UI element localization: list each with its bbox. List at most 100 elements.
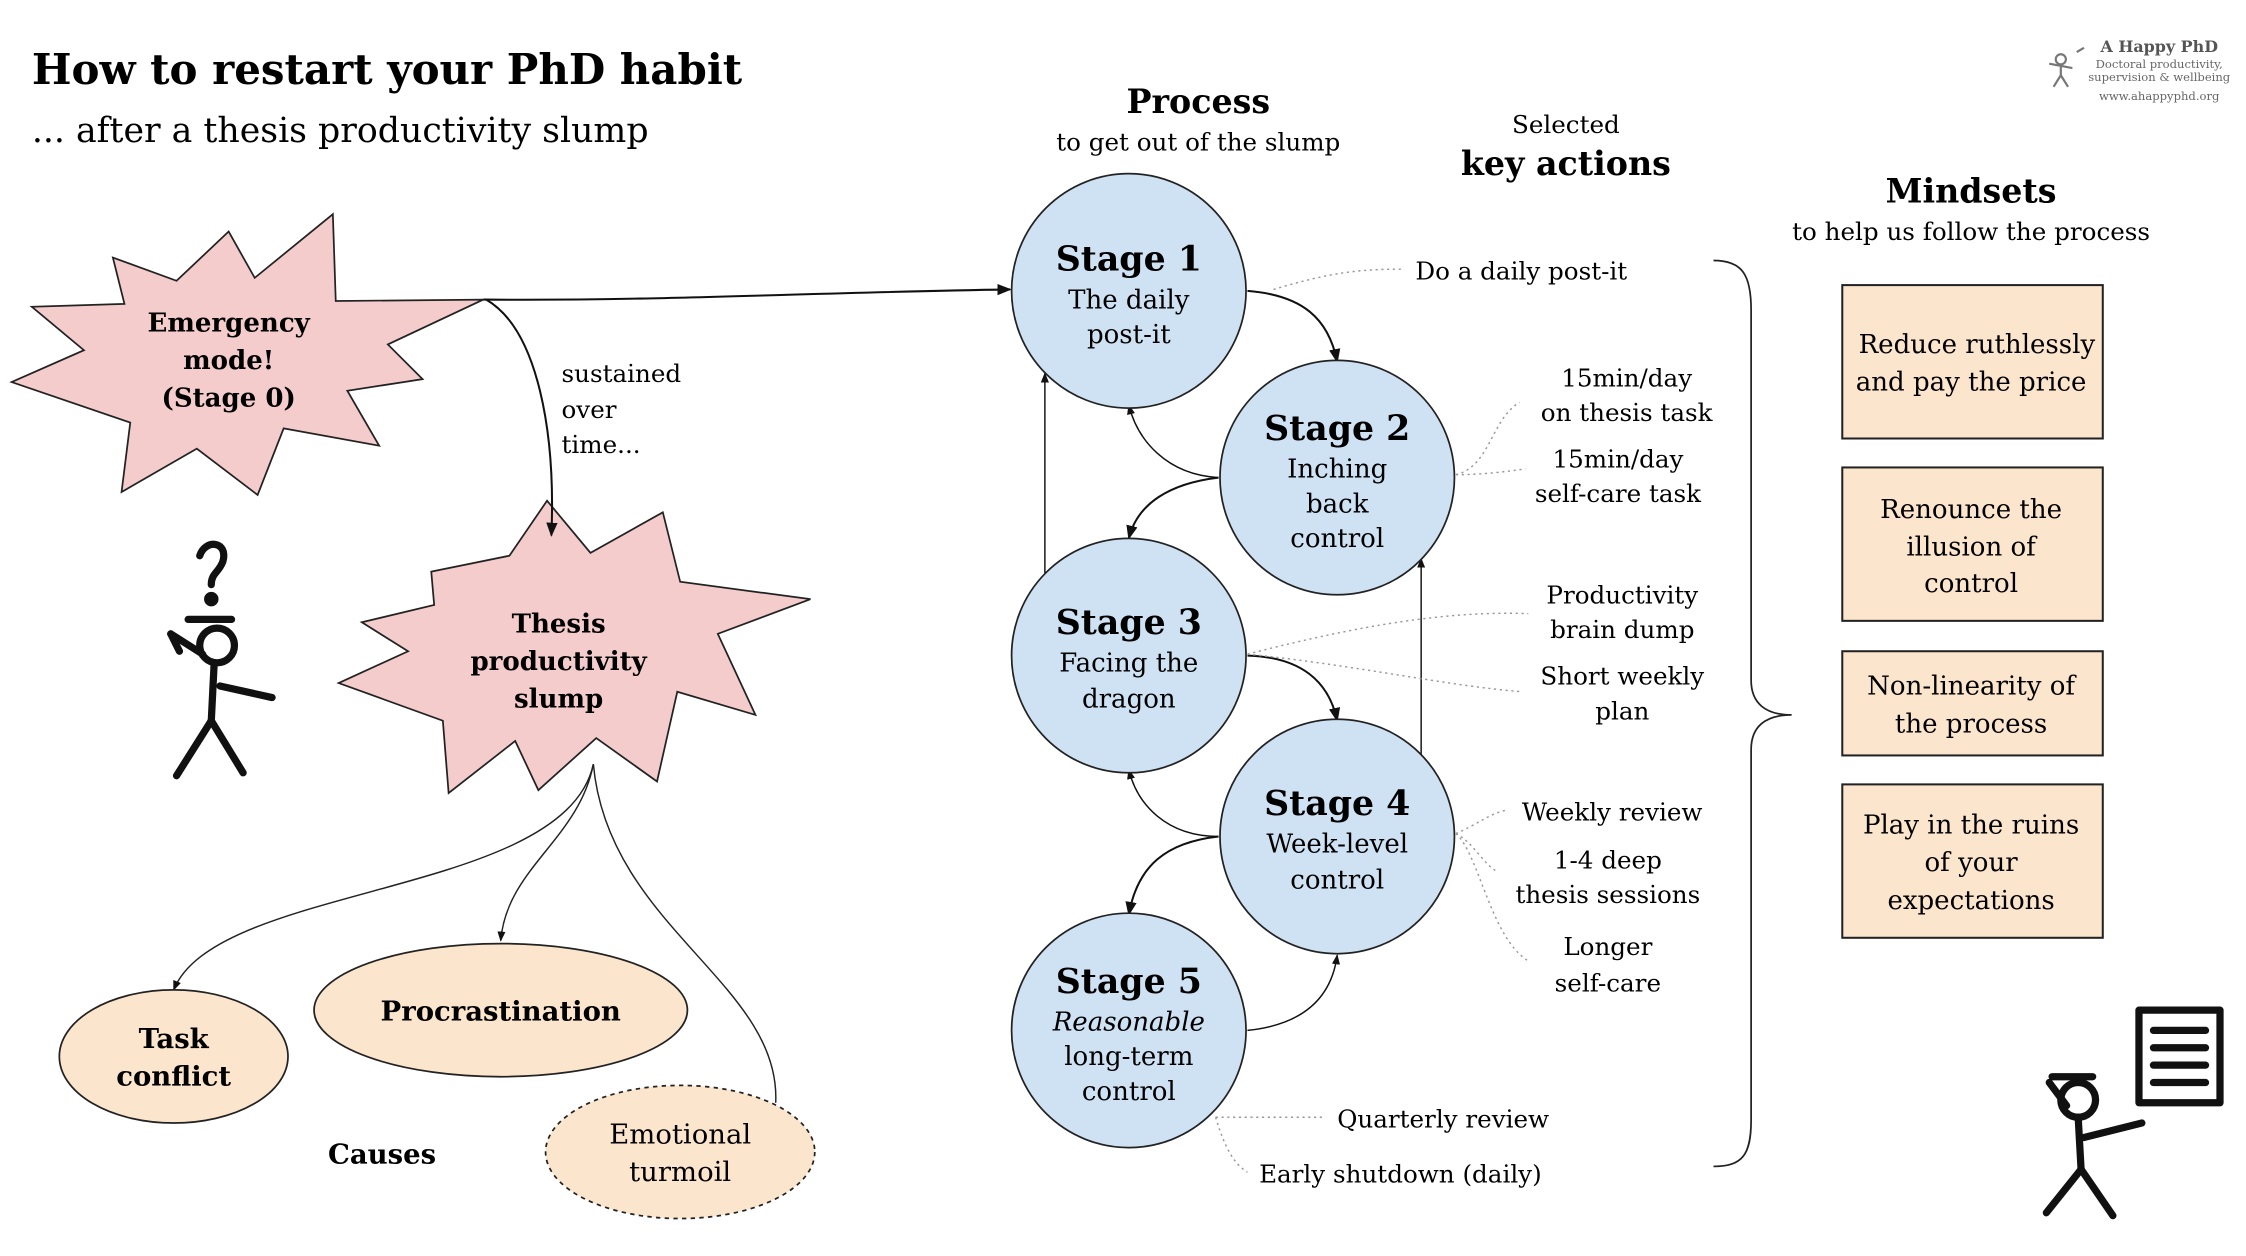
stage-3-line1: Facing the bbox=[1059, 649, 1198, 679]
arrow-stage5-to-stage4 bbox=[1247, 954, 1341, 1032]
cause-emotional-turmoil: Emotional turmoil bbox=[544, 1084, 816, 1220]
emergency-label-3: (Stage 0) bbox=[162, 384, 296, 414]
slump-label-1: Thesis bbox=[512, 609, 606, 639]
mindset-renounce: Renounce the illusion of control bbox=[1841, 466, 2104, 622]
thesis-slump-burst: Thesis productivity slump bbox=[336, 499, 811, 795]
stage-3-line2: dragon bbox=[1082, 685, 1176, 715]
sustained-label-3: time... bbox=[562, 430, 641, 459]
stage-2-node: Stage 2 Inching back control bbox=[1219, 359, 1456, 596]
action-longer-selfcare-line1: Longer bbox=[1563, 932, 1652, 961]
stage-2-line1: Inching bbox=[1287, 455, 1387, 485]
action-brain-dump-line2: brain dump bbox=[1550, 615, 1694, 644]
action-15min-thesis-line2: on thesis task bbox=[1541, 398, 1714, 427]
mindset-play-ruins: Play in the ruins of your expectations bbox=[1841, 783, 2104, 939]
arrow-emergency-to-stage1 bbox=[483, 283, 1012, 301]
mindsets-heading: Mindsets bbox=[1886, 172, 2057, 211]
process-subheading: to get out of the slump bbox=[1056, 128, 1340, 157]
mindset-renounce-line2: illusion of bbox=[1906, 533, 2038, 563]
action-15min-selfcare-line1: 15min/day bbox=[1553, 444, 1684, 473]
stage-1-title: Stage 1 bbox=[1056, 239, 1202, 280]
stage-2-title: Stage 2 bbox=[1264, 408, 1410, 449]
stick-figure-with-document-icon bbox=[2042, 1006, 2224, 1220]
arrow-stage3-to-stage4 bbox=[1247, 654, 1341, 723]
action-connectors bbox=[1214, 268, 1529, 1173]
action-15min-selfcare-line2: self-care task bbox=[1535, 479, 1702, 508]
action-deep-sessions-line1: 1-4 deep bbox=[1554, 845, 1662, 874]
stage-4-line1: Week-level bbox=[1266, 829, 1408, 859]
arrow-stage2-to-stage1 bbox=[1127, 404, 1219, 479]
action-weekly-review: Weekly review bbox=[1522, 798, 1703, 827]
mindset-reduce: Reduce ruthlessly and pay the price bbox=[1841, 284, 2104, 440]
stage-5-node: Stage 5 Reasonable long-term control bbox=[1010, 912, 1247, 1149]
page-subtitle: ... after a thesis productivity slump bbox=[32, 111, 649, 151]
causes-label: Causes bbox=[328, 1139, 436, 1171]
actions-heading-line2: key actions bbox=[1461, 144, 1671, 183]
slump-label-3: slump bbox=[514, 685, 603, 715]
logo-url: www.ahappyphd.org bbox=[2099, 89, 2220, 103]
brand-logo: A Happy PhD Doctoral productivity, super… bbox=[2049, 37, 2231, 103]
mindsets-subheading: to help us follow the process bbox=[1792, 217, 2150, 246]
mindset-renounce-line3: control bbox=[1924, 569, 2018, 599]
stage-2-line2: back bbox=[1306, 489, 1369, 519]
stage-2-line3: control bbox=[1290, 524, 1384, 554]
page-title: How to restart your PhD habit bbox=[32, 45, 743, 94]
action-brain-dump-line1: Productivity bbox=[1546, 580, 1698, 609]
line-slump-to-emotional bbox=[592, 764, 777, 1103]
mindsets-brace bbox=[1713, 259, 1792, 1168]
process-heading: Process bbox=[1126, 82, 1270, 121]
stage-connectors bbox=[1040, 289, 1426, 1032]
cause-task-conflict: Task conflict bbox=[58, 989, 289, 1124]
stage-5-line1: Reasonable bbox=[1052, 1007, 1205, 1037]
logo-tagline-2: supervision & wellbeing bbox=[2088, 70, 2231, 84]
stage-1-line2: post-it bbox=[1087, 320, 1171, 350]
procrastination-label: Procrastination bbox=[381, 995, 621, 1027]
action-early-shutdown: Early shutdown (daily) bbox=[1259, 1159, 1542, 1188]
mindset-play-line3: expectations bbox=[1887, 886, 2054, 916]
emergency-mode-burst: Emergency mode! (Stage 0) bbox=[9, 212, 484, 497]
stage-4-node: Stage 4 Week-level control bbox=[1219, 718, 1456, 955]
mindset-renounce-line1: Renounce the bbox=[1880, 495, 2062, 525]
task-conflict-line2: conflict bbox=[116, 1060, 231, 1092]
mindset-play-line2: of your bbox=[1925, 848, 2019, 878]
arrow-stage1-to-stage2 bbox=[1247, 289, 1341, 364]
mindset-nonlinearity: Non-linearity of the process bbox=[1841, 650, 2104, 757]
stage-4-line2: control bbox=[1290, 866, 1384, 896]
stage-4-title: Stage 4 bbox=[1264, 783, 1410, 824]
sustained-label-1: sustained bbox=[562, 359, 682, 388]
action-deep-sessions-line2: thesis sessions bbox=[1515, 880, 1700, 909]
cause-procrastination: Procrastination bbox=[313, 942, 689, 1078]
line-slump-to-procrastination bbox=[497, 763, 595, 942]
confused-stick-figure-icon bbox=[167, 540, 276, 780]
stage-1-node: Stage 1 The daily post-it bbox=[1010, 172, 1247, 409]
arrow-stage4-to-stage5 bbox=[1125, 835, 1219, 917]
emotional-line2: turmoil bbox=[629, 1156, 731, 1188]
arrow-stage4-to-stage3 bbox=[1127, 768, 1219, 838]
task-conflict-line1: Task bbox=[139, 1023, 210, 1055]
stage-5-line3: control bbox=[1082, 1077, 1176, 1107]
line-slump-to-task-conflict bbox=[172, 763, 595, 991]
mindset-nonlinearity-line1: Non-linearity of bbox=[1867, 672, 2077, 702]
slump-label-2: productivity bbox=[470, 647, 647, 677]
arrow-emergency-to-slump bbox=[485, 298, 558, 537]
emotional-line1: Emotional bbox=[609, 1118, 751, 1150]
logo-tagline-1: Doctoral productivity, bbox=[2096, 57, 2223, 71]
action-quarterly-review: Quarterly review bbox=[1337, 1104, 1549, 1133]
logo-stick-figure-icon bbox=[2049, 46, 2085, 88]
action-15min-thesis-line1: 15min/day bbox=[1561, 363, 1692, 392]
actions-heading-line1: Selected bbox=[1512, 110, 1620, 139]
stage-3-title: Stage 3 bbox=[1056, 602, 1202, 643]
sustained-label-2: over bbox=[562, 395, 617, 424]
stage-1-line1: The daily bbox=[1068, 285, 1190, 315]
action-longer-selfcare-line2: self-care bbox=[1555, 968, 1661, 997]
action-weekly-plan-line1: Short weekly bbox=[1540, 662, 1704, 691]
mindset-reduce-line1: Reduce ruthlessly bbox=[1859, 330, 2096, 360]
mindset-play-line1: Play in the ruins bbox=[1863, 811, 2079, 841]
logo-name: A Happy PhD bbox=[2099, 37, 2218, 56]
action-daily-postit: Do a daily post-it bbox=[1415, 256, 1627, 285]
emergency-label-2: mode! bbox=[183, 346, 274, 376]
mindset-reduce-line2: and pay the price bbox=[1856, 368, 2087, 398]
stage-5-line2: long-term bbox=[1064, 1042, 1193, 1072]
emergency-label-1: Emergency bbox=[147, 308, 310, 338]
